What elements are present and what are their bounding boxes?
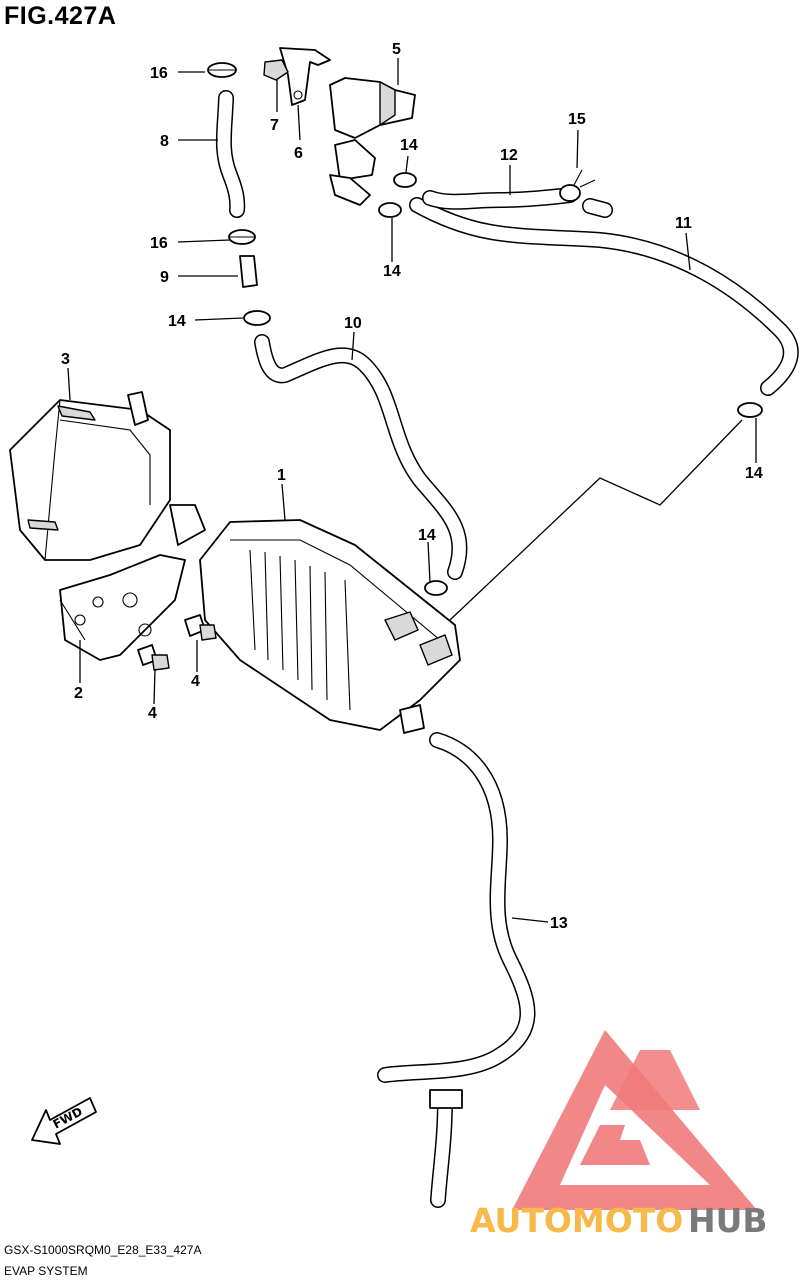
callout-14a: 14 [168, 313, 186, 330]
watermark-logo: AUTOMOTO HUB [470, 1030, 768, 1240]
callout-10: 10 [344, 315, 362, 332]
clamp-14-hose10 [243, 310, 271, 326]
callout-14e: 14 [745, 465, 763, 482]
part-4-bolt-b [137, 644, 170, 671]
watermark-text-hub: HUB [688, 1201, 768, 1240]
hose-12 [422, 187, 613, 218]
routing-line [449, 419, 743, 621]
callout-14c: 14 [383, 263, 401, 280]
callout-3: 3 [61, 351, 70, 368]
hose-11 [409, 197, 799, 396]
part-7-grommet [263, 59, 289, 81]
callout-16b: 16 [150, 235, 168, 252]
clamp-16-lower [228, 229, 256, 245]
leader-lines [67, 58, 757, 923]
callout-5: 5 [392, 41, 401, 58]
part-2-mounting-bracket [59, 554, 186, 661]
part-1-canister [199, 519, 461, 734]
callout-15: 15 [568, 111, 586, 128]
part-9-joint [239, 255, 258, 288]
figure-title: FIG.427A [4, 2, 117, 30]
clamp-14-hose11 [737, 402, 763, 418]
hose-10 [254, 334, 468, 580]
fwd-arrow: FWD [31, 1097, 97, 1145]
callout-6: 6 [294, 145, 303, 162]
clamp-15 [559, 169, 596, 202]
callout-11: 11 [675, 215, 692, 232]
callout-2: 2 [74, 685, 83, 702]
callout-8: 8 [160, 133, 169, 150]
part-4-bolt-a [184, 614, 217, 641]
callout-9: 9 [160, 269, 169, 286]
callout-4b: 4 [148, 705, 157, 722]
part-3-canister-cover [9, 391, 206, 561]
clamp-14-valve-a [393, 172, 417, 188]
callout-4a: 4 [191, 673, 200, 690]
callout-1: 1 [277, 467, 286, 484]
section-name: EVAP SYSTEM [4, 1264, 88, 1278]
clamp-16-top [207, 62, 237, 78]
callouts: 16 8 16 9 14 7 6 5 14 14 12 15 11 10 3 1… [61, 41, 763, 932]
callout-14b: 14 [400, 137, 418, 154]
hose-13 [377, 732, 536, 1208]
clamp-14-canister [424, 580, 448, 596]
clamp-14-valve-b [378, 202, 402, 218]
callout-14d: 14 [418, 527, 436, 544]
callout-12: 12 [500, 147, 518, 164]
callout-13: 13 [550, 915, 568, 932]
hose-8 [215, 90, 246, 218]
part-5-purge-valve [329, 77, 416, 206]
model-code: GSX-S1000SRQM0_E28_E33_427A [4, 1243, 202, 1257]
callout-16a: 16 [150, 65, 168, 82]
watermark-text-automoto: AUTOMOTO [470, 1201, 683, 1240]
part-6-valve-bracket [279, 47, 331, 106]
callout-7: 7 [270, 117, 279, 134]
